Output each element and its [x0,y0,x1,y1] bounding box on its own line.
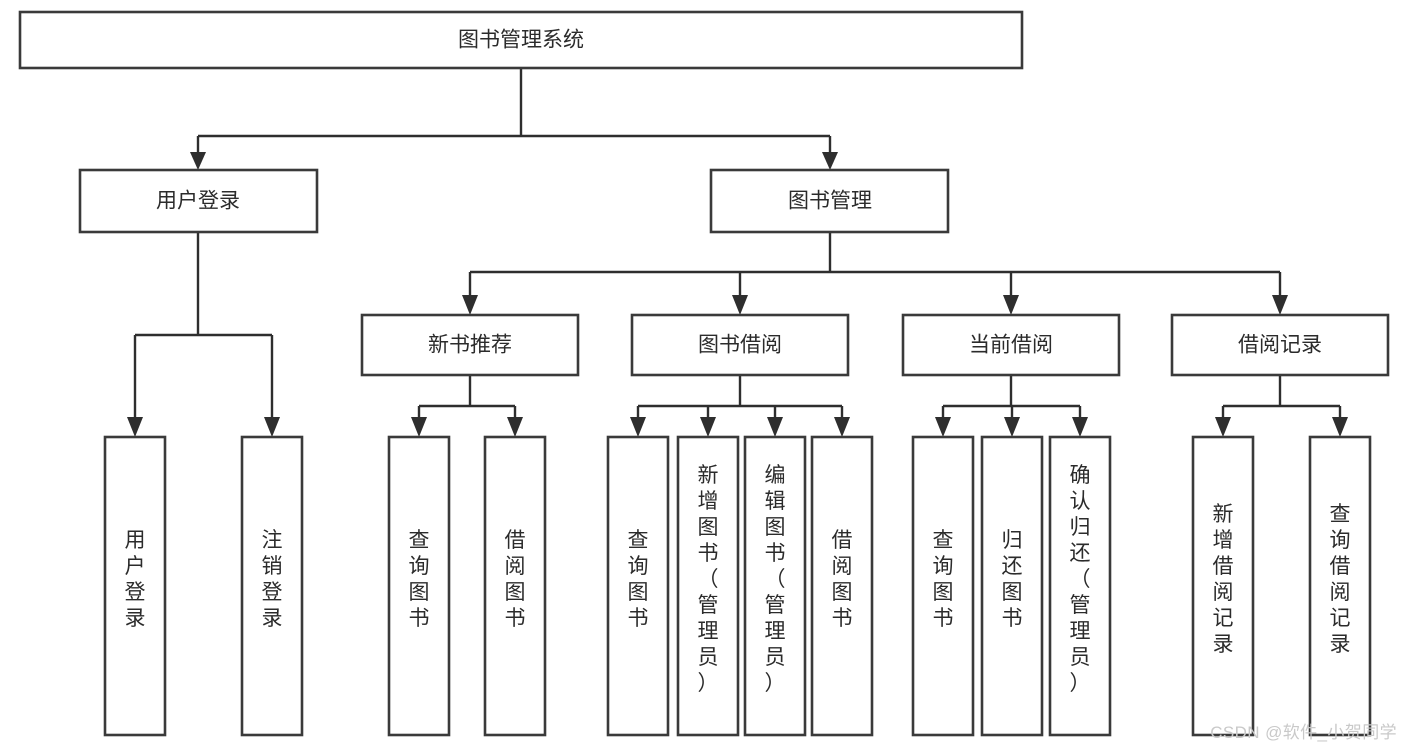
node-book-borrow-box[interactable] [630,313,850,377]
leaf-new-book-borrow-box[interactable] [483,435,547,737]
arrow-head-new-book-leaf-2 [507,417,523,437]
leaf-borrow-borrow-book-box[interactable] [810,435,874,737]
leaf-record-query-label: 查询借阅记录 [1330,503,1351,656]
leaf-borrow-add-book-label: 新增图书（管理员） [698,464,719,695]
leaf-current-return-label: 归还图书 [1002,529,1023,630]
node-current-borrow-box[interactable] [901,313,1121,377]
arrow-head-user-login-leaf-2 [264,417,280,437]
leaf-node[interactable]: 注销登录 [240,435,304,737]
arrow-head-current-borrow-leaf-1 [935,417,951,437]
leaf-borrow-add-book-box[interactable] [676,435,740,737]
arrow-head-current-borrow-leaf-2 [1004,417,1020,437]
leaf-borrow-edit-book-label: 编辑图书（管理员） [765,464,786,695]
arrow-head-book-borrow-leaf-2 [700,417,716,437]
leaf-node[interactable]: 查询图书 [911,435,975,737]
leaf-borrow-edit-book-box[interactable] [743,435,807,737]
arrow-head-book-manage [822,152,838,170]
leaf-record-add-box[interactable] [1191,435,1255,737]
leaf-node[interactable]: 新增借阅记录 [1191,435,1255,737]
node-new-book-recommend-box[interactable] [360,313,580,377]
leaf-node[interactable]: 确认归还（管理员） [1048,435,1112,737]
leaf-new-book-query-box[interactable] [387,435,451,737]
arrow-head-user-login-leaf-1 [127,417,143,437]
node-book-manage[interactable]: 图书管理 [709,168,950,234]
arrow-head-current-borrow [1003,295,1019,315]
leaf-borrow-query-box[interactable] [606,435,670,737]
node-root-box[interactable] [18,10,1024,70]
leaf-node[interactable]: 用户登录 [103,435,167,737]
leaf-node[interactable]: 新增图书（管理员） [676,435,740,737]
node-user-login-label: 用户登录 [156,190,240,213]
node-root[interactable]: 图书管理系统 [18,10,1024,70]
node-book-borrow[interactable]: 图书借阅 [630,313,850,377]
leaf-borrow-borrow-book-label: 借阅图书 [832,529,853,630]
leaf-node[interactable]: 查询图书 [387,435,451,737]
leaf-node[interactable]: 查询图书 [606,435,670,737]
node-root-label: 图书管理系统 [458,29,584,52]
leaf-current-return-box[interactable] [980,435,1044,737]
leaf-user-login-label: 用户登录 [125,529,146,630]
arrow-head-book-borrow-leaf-3 [767,417,783,437]
node-user-login-box[interactable] [78,168,319,234]
arrow-head-borrow-record-leaf-1 [1215,417,1231,437]
leaf-record-query-box[interactable] [1308,435,1372,737]
arrow-head-new-book-leaf-1 [411,417,427,437]
node-current-borrow-label: 当前借阅 [969,334,1053,357]
leaf-user-login-box[interactable] [103,435,167,737]
leaf-borrow-query-label: 查询图书 [628,529,649,630]
leaf-current-confirm-return-label: 确认归还（管理员） [1070,464,1091,695]
leaf-new-book-borrow-label: 借阅图书 [505,529,526,630]
leaf-new-book-query-label: 查询图书 [409,529,430,630]
leaf-node[interactable]: 查询借阅记录 [1308,435,1372,737]
leaf-node[interactable]: 借阅图书 [483,435,547,737]
node-new-book-recommend-label: 新书推荐 [428,334,512,357]
leaf-current-query-box[interactable] [911,435,975,737]
leaf-user-logout-label: 注销登录 [262,529,283,630]
arrow-head-borrow-record [1272,295,1288,315]
node-book-manage-label: 图书管理 [788,190,872,213]
leaf-record-add-label: 新增借阅记录 [1213,503,1234,656]
node-book-borrow-label: 图书借阅 [698,334,782,357]
arrow-head-current-borrow-leaf-3 [1072,417,1088,437]
watermark-credit: CSDN @软件_小贺同学 [1210,723,1397,742]
leaf-node[interactable]: 归还图书 [980,435,1044,737]
node-borrow-record-label: 借阅记录 [1238,334,1322,357]
arrow-head-book-borrow-leaf-4 [834,417,850,437]
arrow-head-new-book [462,295,478,315]
arrow-head-book-borrow [732,295,748,315]
arrow-head-user-login [190,152,206,170]
leaf-node[interactable]: 借阅图书 [810,435,874,737]
arrow-head-borrow-record-leaf-2 [1332,417,1348,437]
connector-layer [127,68,1348,437]
leaf-node[interactable]: 编辑图书（管理员） [743,435,807,737]
node-user-login[interactable]: 用户登录 [78,168,319,234]
node-current-borrow[interactable]: 当前借阅 [901,313,1121,377]
leaf-current-confirm-return-box[interactable] [1048,435,1112,737]
node-book-manage-box[interactable] [709,168,950,234]
node-borrow-record-box[interactable] [1170,313,1390,377]
arrow-head-book-borrow-leaf-1 [630,417,646,437]
leaf-current-query-label: 查询图书 [933,529,954,630]
node-new-book-recommend[interactable]: 新书推荐 [360,313,580,377]
node-borrow-record[interactable]: 借阅记录 [1170,313,1390,377]
leaf-user-logout-box[interactable] [240,435,304,737]
